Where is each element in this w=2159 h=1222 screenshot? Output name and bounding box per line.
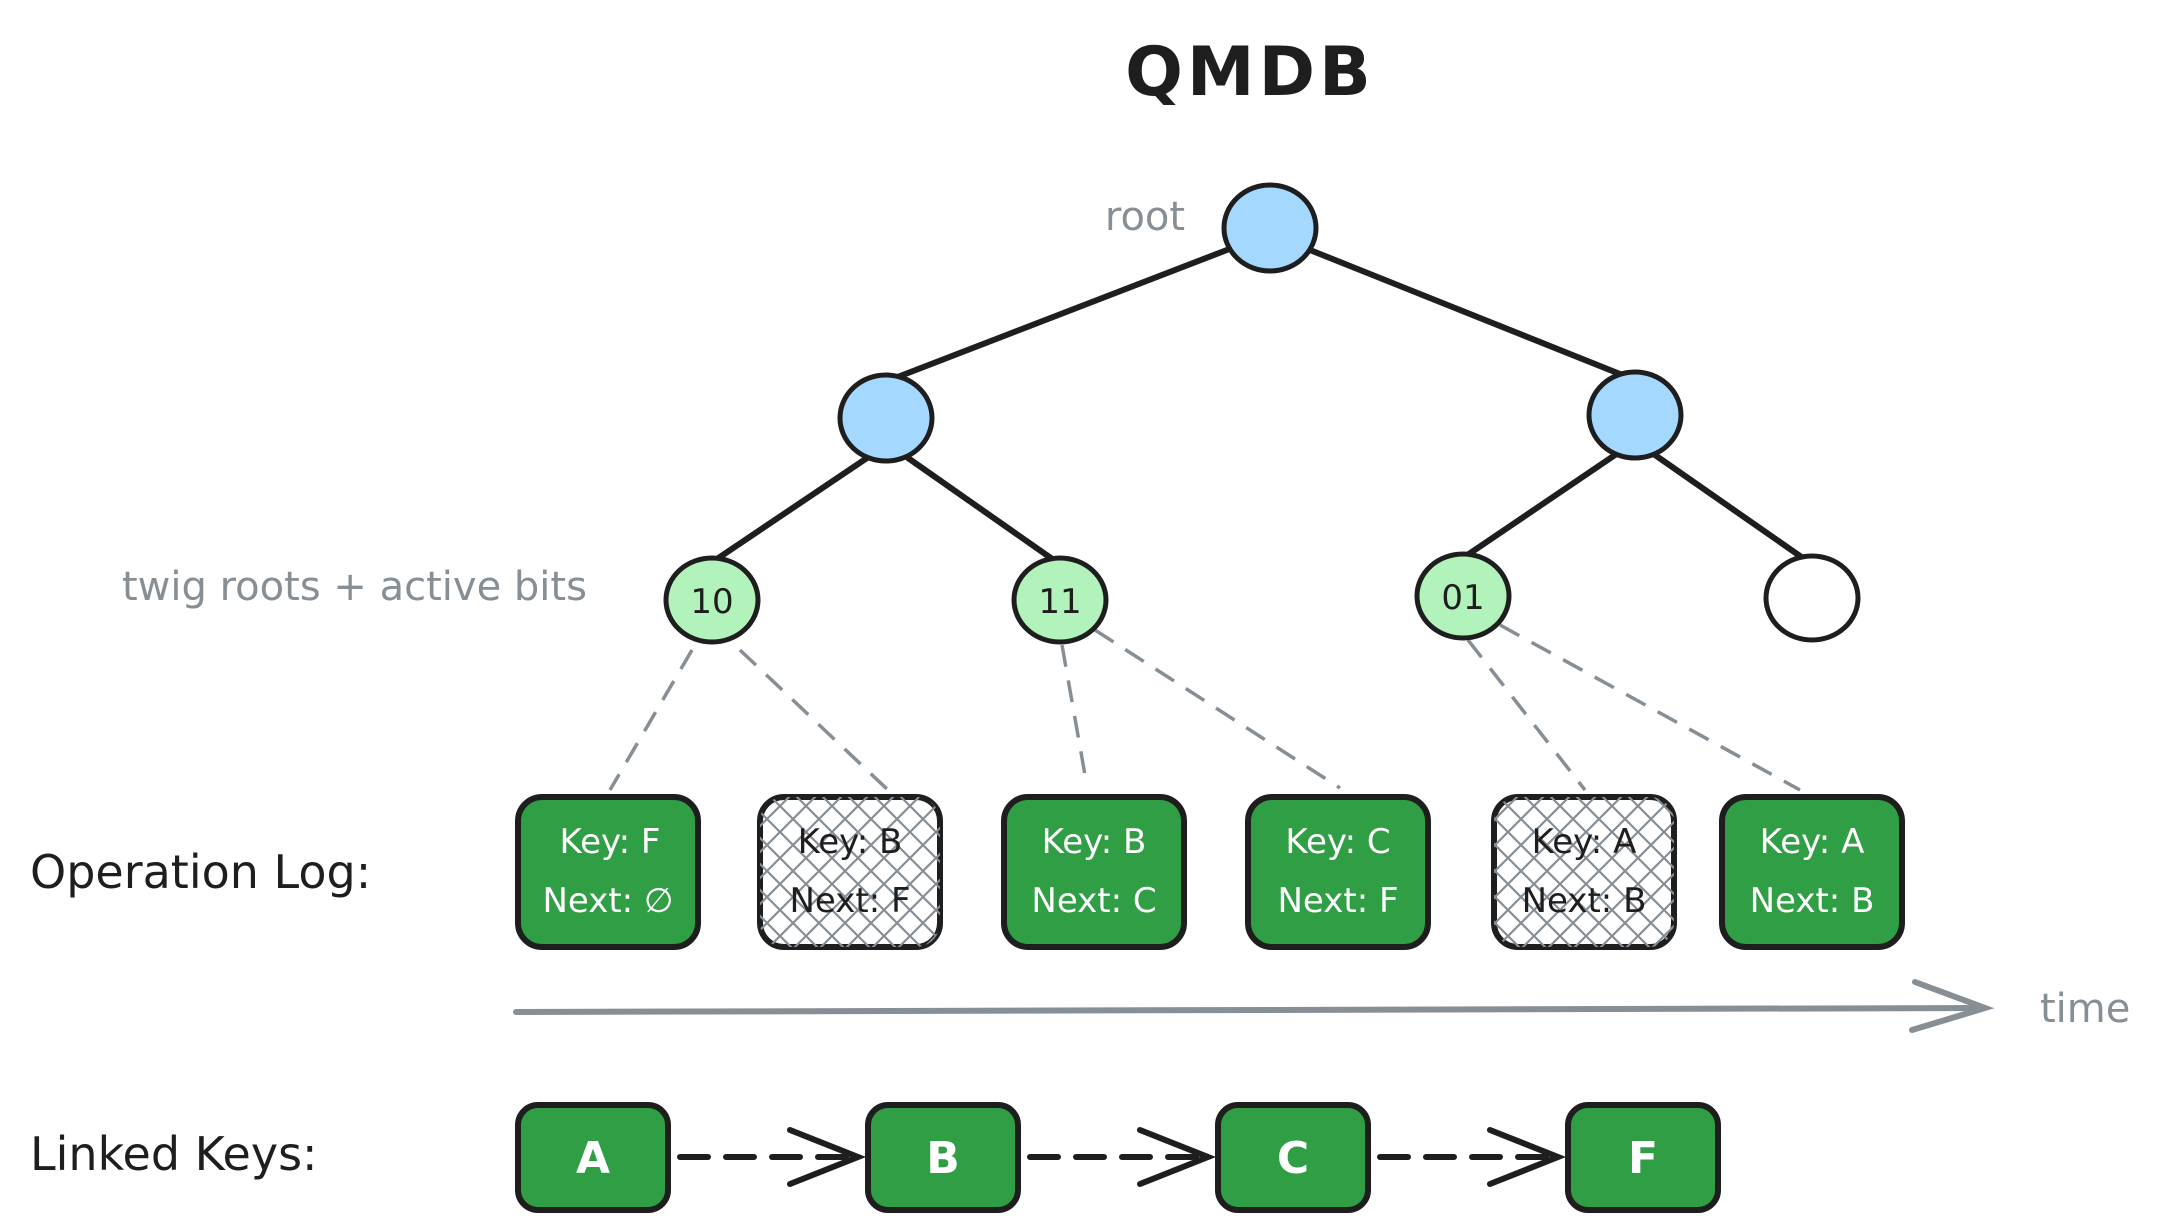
dash-twig11-box4 [1094, 628, 1341, 790]
twig-dashed-links [608, 623, 1801, 792]
linked-keys-label: Linked Keys: [30, 1127, 318, 1181]
op-log-box-1: Key: B Next: F [757, 794, 943, 950]
op-log-box-0: Key: F Next: ∅ [515, 794, 701, 950]
op-log-next: Next: B [1750, 881, 1875, 921]
twig-node-label: 10 [690, 582, 733, 622]
twig-node-0: 10 [663, 555, 761, 645]
inner-node-left [837, 372, 935, 464]
twig-node-2: 01 [1414, 551, 1512, 641]
twig-node-label: 01 [1441, 578, 1484, 618]
op-log-box-3: Key: C Next: F [1245, 794, 1431, 950]
dash-twig01-box5 [1466, 638, 1587, 792]
op-log-key: Key: C [1285, 822, 1390, 862]
root-label: root [1105, 194, 1185, 240]
linked-key-0: A [515, 1102, 671, 1213]
linked-key-label: A [576, 1133, 610, 1184]
op-log-key: Key: B [798, 822, 903, 862]
op-log-key: Key: F [560, 822, 661, 862]
linked-arrow-a-b [677, 1127, 867, 1187]
op-log-key: Key: A [1532, 822, 1637, 862]
linked-key-label: B [926, 1133, 960, 1184]
linked-arrow-c-f [1377, 1127, 1567, 1187]
edge-right-twig-empty [1652, 452, 1813, 566]
linked-key-arrows [677, 1127, 1567, 1187]
operation-log-label: Operation Log: [30, 845, 371, 899]
op-log-box-2: Key: B Next: C [1001, 794, 1187, 950]
linked-key-3: F [1565, 1102, 1721, 1213]
dash-twig01-box6 [1499, 623, 1801, 792]
dash-twig11-box3 [1060, 644, 1087, 776]
linked-key-1: B [865, 1102, 1021, 1213]
op-log-key: Key: B [1042, 822, 1147, 862]
linked-key-2: C [1215, 1102, 1371, 1213]
linked-key-label: F [1628, 1133, 1658, 1184]
dash-twig10-box2 [738, 648, 890, 792]
twig-node-1: 11 [1011, 555, 1109, 645]
twig-node-3 [1763, 553, 1861, 643]
dash-twig10-box1 [608, 649, 694, 791]
op-log-box-4: Key: A Next: B [1491, 794, 1677, 950]
edge-root-left [879, 245, 1235, 386]
root-node [1221, 182, 1319, 274]
op-log-next: Next: C [1031, 881, 1156, 921]
linked-key-label: C [1277, 1133, 1309, 1184]
twig-node-label: 11 [1038, 582, 1081, 622]
edge-right-twig01 [1457, 452, 1618, 563]
diagram-title: QMDB [1125, 33, 1375, 112]
time-label: time [2040, 986, 2130, 1032]
op-log-next: Next: ∅ [542, 881, 673, 921]
op-log-box-5: Key: A Next: B [1719, 794, 1905, 950]
inner-node-right [1586, 369, 1684, 461]
op-log-next: Next: F [789, 881, 910, 921]
op-log-next: Next: B [1522, 881, 1647, 921]
edge-root-right [1302, 245, 1638, 383]
op-log-next: Next: F [1277, 881, 1398, 921]
twig-roots-label: twig roots + active bits [122, 564, 587, 610]
op-log-key: Key: A [1760, 822, 1865, 862]
edge-left-twig11 [905, 455, 1061, 566]
linked-arrow-b-c [1027, 1127, 1217, 1187]
edge-left-twig10 [705, 455, 870, 568]
time-arrow [513, 979, 1995, 1033]
tree-edges [705, 245, 1813, 568]
